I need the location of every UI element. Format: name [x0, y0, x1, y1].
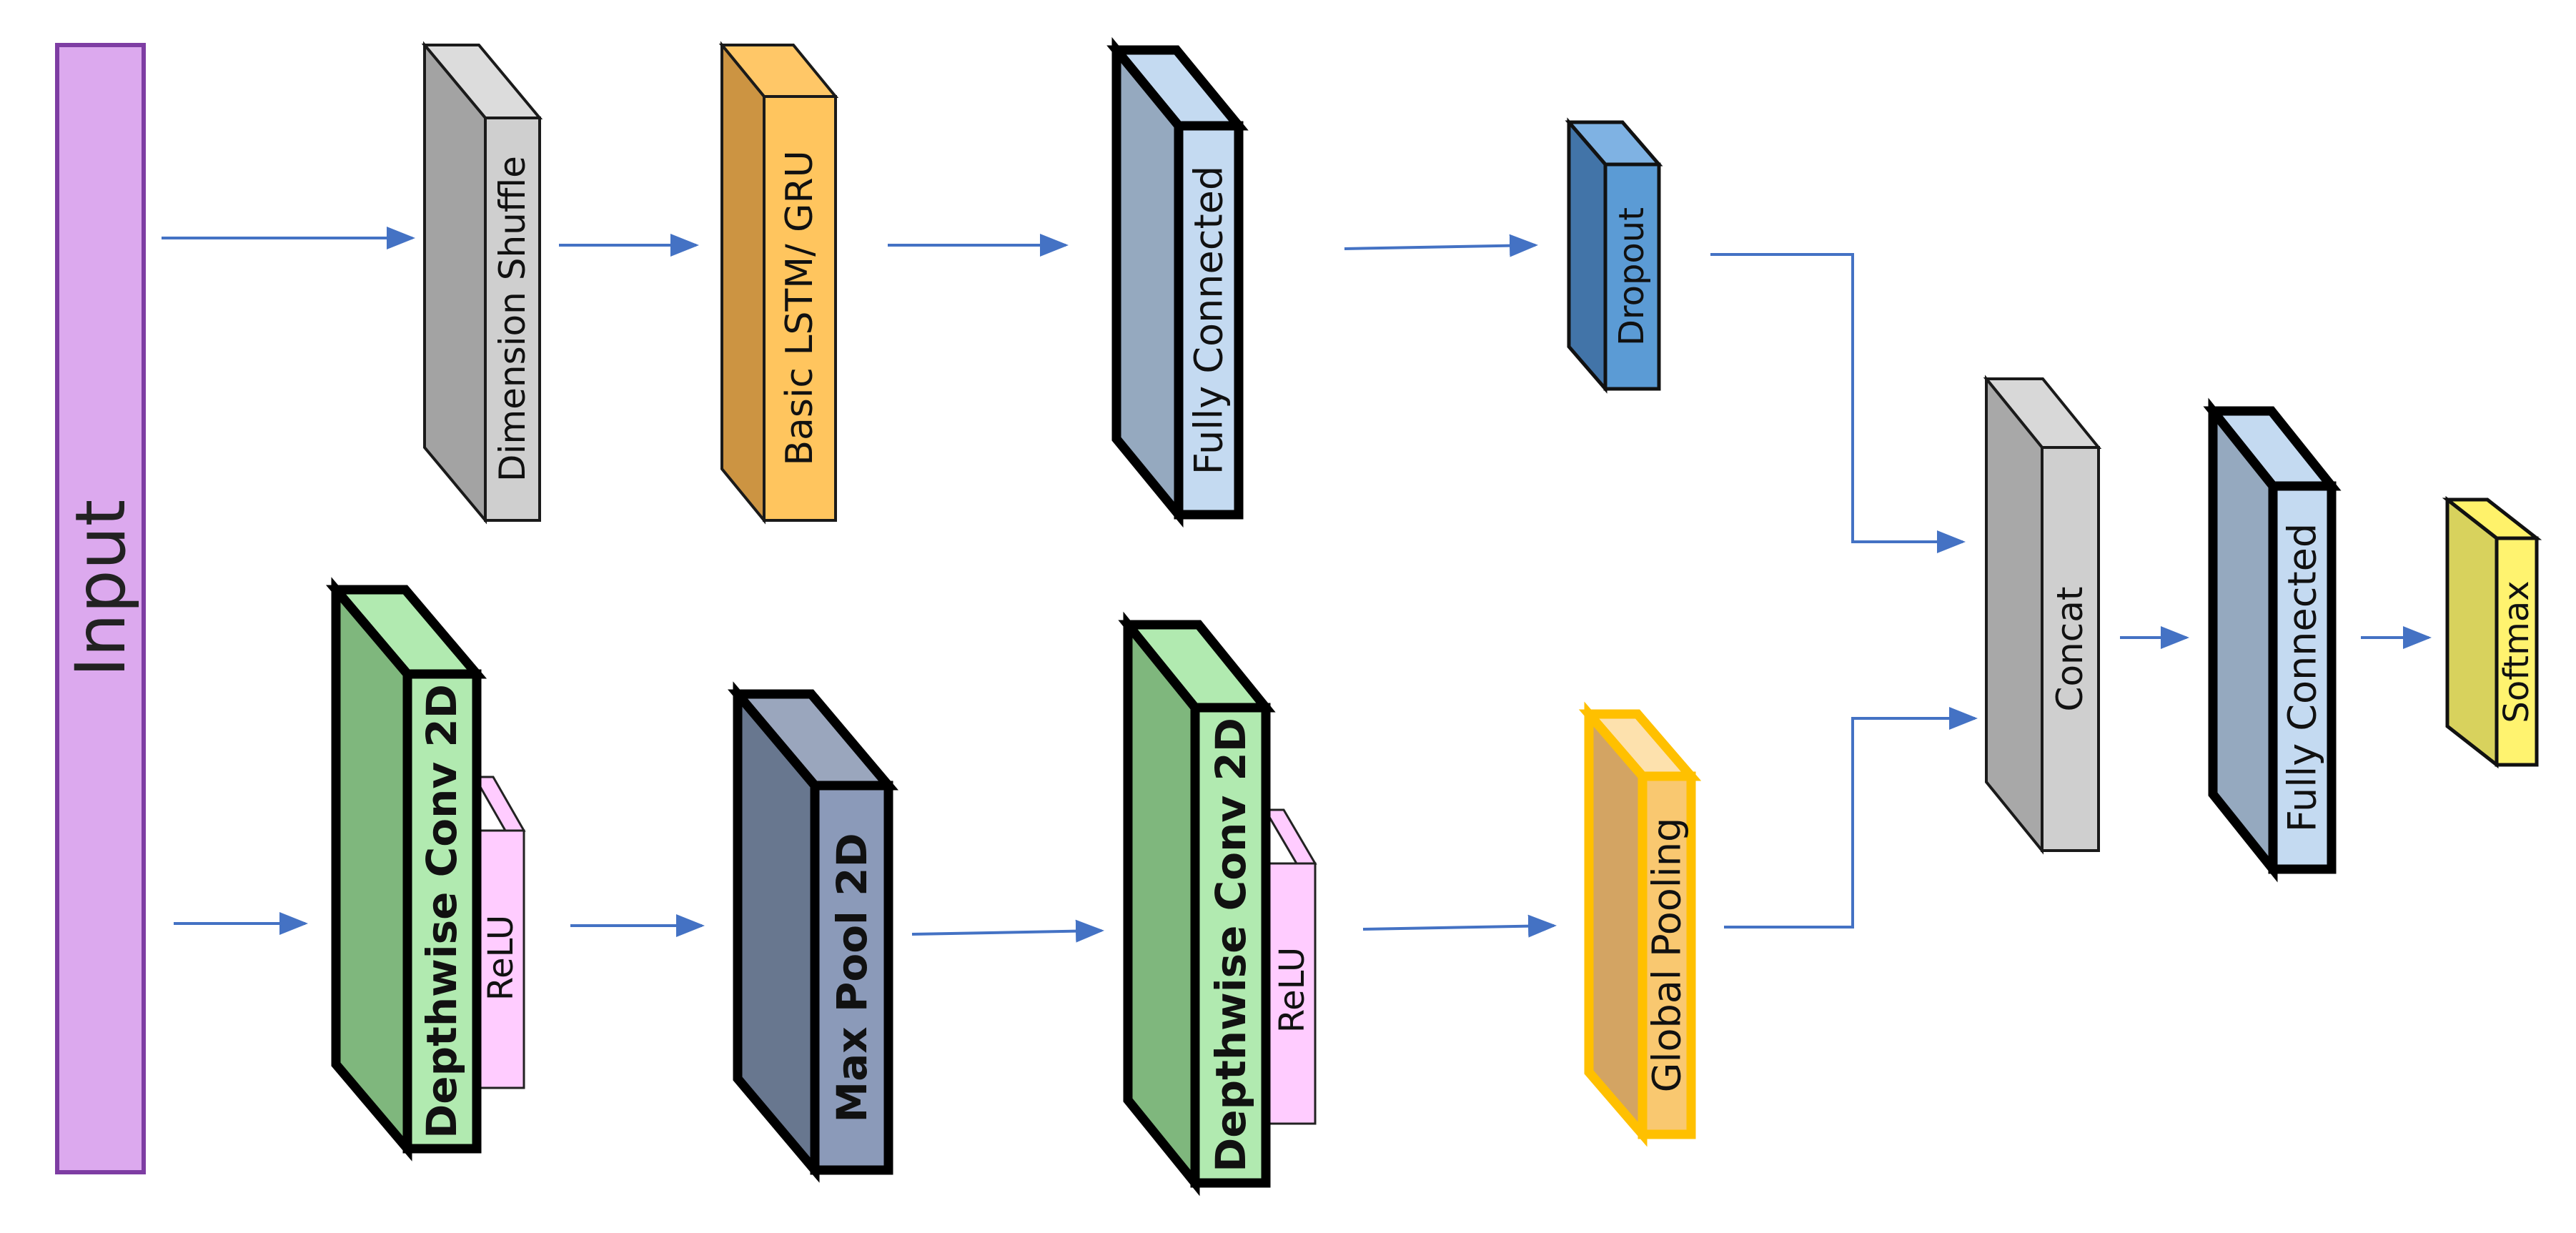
fully-connected-top-block: Fully Connected	[1106, 36, 1249, 528]
concat-block: Concat	[1983, 375, 2102, 855]
arrow-max-pool-to-depthwise-conv-2	[911, 919, 1104, 943]
arrow-dropout-to-concat	[1710, 253, 1966, 553]
concat-label: Concat	[2049, 587, 2091, 712]
dropout-label: Dropout	[1612, 207, 1652, 346]
global-pooling-block: Global Pooling	[1578, 701, 1702, 1147]
depthwise-conv-2-block: Depthwise Conv 2D ReLU	[1118, 611, 1317, 1197]
relu-2-label: ReLU	[1272, 947, 1312, 1033]
fully-connected-top-label: Fully Connected	[1187, 166, 1232, 475]
lstm-gru-label: Basic LSTM/ GRU	[778, 150, 821, 465]
global-pooling-label: Global Pooling	[1645, 818, 1690, 1093]
max-pool-label: Max Pool 2D	[828, 833, 876, 1122]
connections	[162, 227, 2432, 943]
arrow-global-pooling-to-concat	[1724, 707, 1978, 929]
arrow-fully-connected-to-dropout	[1344, 234, 1538, 257]
depthwise-conv-1-block: Depthwise Conv 2D ReLU	[325, 577, 526, 1162]
dimension-shuffle-label: Dimension Shuffle	[492, 156, 533, 482]
lstm-gru-block: Basic LSTM/ GRU	[718, 41, 839, 525]
softmax-block: Softmax	[2442, 495, 2542, 769]
depthwise-conv-2-label: Depthwise Conv 2D	[1207, 718, 1255, 1172]
softmax-label: Softmax	[2497, 580, 2537, 723]
fully-connected-merge-block: Fully Connected	[2203, 397, 2342, 883]
relu-1-label: ReLU	[481, 915, 521, 1001]
arrow-depthwise-conv-2-to-global-pooling	[1362, 914, 1557, 938]
input-label: Input	[61, 500, 141, 678]
input-block: Input	[55, 43, 146, 1174]
fully-connected-merge-label: Fully Connected	[2280, 523, 2325, 832]
dropout-block: Dropout	[1565, 117, 1663, 394]
dimension-shuffle-block: Dimension Shuffle	[421, 41, 543, 525]
max-pool-block: Max Pool 2D	[728, 681, 898, 1183]
depthwise-conv-1-label: Depthwise Conv 2D	[417, 684, 466, 1139]
